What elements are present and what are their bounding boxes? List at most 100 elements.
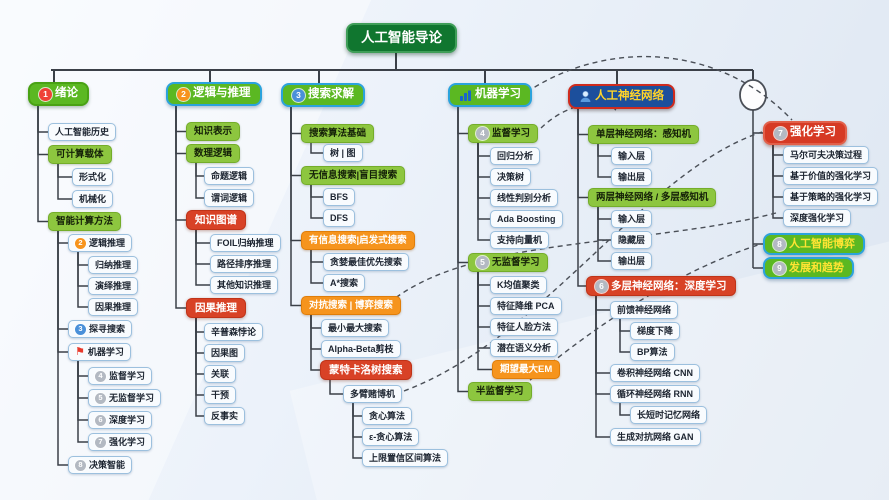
node-predicate-logic[interactable]: 谓词逻辑 [204,189,255,207]
node-eigenface[interactable]: 特征人脸方法 [490,318,559,336]
node-counterfactual[interactable]: 反事实 [204,407,246,425]
node-decision-tree[interactable]: 决策树 [490,168,532,186]
node-informed-search[interactable]: 有信息搜索|启发式搜索 [301,231,415,250]
node-other-knowledge-reasoning[interactable]: 其他知识推理 [210,276,279,294]
node-semi-supervised[interactable]: 半监督学习 [468,382,532,401]
node-propositional-logic[interactable]: 命题逻辑 [204,167,255,185]
node-knowledge-representation[interactable]: 知识表示 [186,122,241,141]
node-two-layer[interactable]: 两层神经网络 / 多层感知机 [588,188,717,207]
collapsed-branch-oval[interactable] [739,79,767,111]
node-mdp[interactable]: 马尔可夫决策过程 [783,146,870,164]
node-tl-input[interactable]: 输入层 [611,210,653,228]
node-rnn[interactable]: 循环神经网络 RNN [610,385,700,403]
node-tl-output[interactable]: 输出层 [611,252,653,270]
node-ada-boosting[interactable]: Ada Boosting [490,210,563,228]
node-bp[interactable]: BP算法 [630,343,675,361]
number-badge-icon: 1 [39,87,52,101]
node-em[interactable]: 期望最大EM [492,360,561,379]
node-uninformed-search[interactable]: 无信息搜索|盲目搜索 [301,166,406,185]
node-intervention[interactable]: 干预 [204,386,237,404]
node-tl-hidden[interactable]: 隐藏层 [611,231,653,249]
node-causal-reasoning[interactable]: 因果推理 [186,298,246,318]
node-gradient-descent[interactable]: 梯度下降 [630,322,681,340]
node-lstm[interactable]: 长短时记忆网络 [630,406,708,424]
node-policy-based-rl[interactable]: 基于策略的强化学习 [783,188,879,206]
node-sl-input[interactable]: 输入层 [611,147,653,165]
node-label: 潜在语义分析 [497,342,552,353]
node-deductive-reasoning[interactable]: 演绎推理 [88,277,139,295]
node-foil-reasoning[interactable]: FOIL归纳推理 [210,234,281,252]
node-mcts[interactable]: 蒙特卡洛树搜索 [320,360,412,380]
node-bfs[interactable]: BFS [323,188,355,206]
node-alpha-beta[interactable]: Alpha-Beta剪枝 [321,340,401,358]
node-root[interactable]: 人工智能导论 [346,23,457,53]
node-gan[interactable]: 生成对抗网络 GAN [610,428,701,446]
node-association[interactable]: 关联 [204,365,237,383]
node-ann[interactable]: 人工神经网络 [568,84,675,109]
node-label: 人工智能博弈 [789,237,855,250]
node-ucb[interactable]: 上限置信区间算法 [362,449,449,467]
node-pca[interactable]: 特征降维 PCA [490,297,562,315]
node-adversarial-search[interactable]: 对抗搜索 | 博弈搜索 [301,296,401,315]
node-lda[interactable]: 线性判别分析 [490,189,559,207]
node-label: 基于价值的强化学习 [790,170,872,181]
node-simpson-paradox[interactable]: 辛普森悖论 [204,323,264,341]
node-ai-history[interactable]: 人工智能历史 [48,123,117,141]
node-svm[interactable]: 支持向量机 [490,231,550,249]
node-multi-armed-bandit[interactable]: 多臂赌博机 [343,385,403,403]
node-label: 贪心算法 [369,410,406,421]
node-value-based-rl[interactable]: 基于价值的强化学习 [783,167,879,185]
node-dfs[interactable]: DFS [323,209,355,227]
node-sl-output[interactable]: 输出层 [611,168,653,186]
node-causal-reasoning-item[interactable]: 因果推理 [88,298,139,316]
node-mathematical-logic[interactable]: 数理逻辑 [186,144,241,163]
node-cnn[interactable]: 卷积神经网络 CNN [610,364,700,382]
node-machine-learning[interactable]: 机器学习 [448,83,532,107]
node-epsilon-greedy[interactable]: ε-贪心算法 [362,428,420,446]
node-tree-graph[interactable]: 树 | 图 [323,144,363,162]
tree-connector [175,106,186,155]
node-lsa[interactable]: 潜在语义分析 [490,339,559,357]
node-label: DFS [330,212,348,223]
node-label: 对抗搜索 | 博弈搜索 [309,299,393,311]
node-a-star[interactable]: A*搜索 [323,274,366,292]
node-computable-carrier[interactable]: 可计算载体 [48,145,112,164]
tree-connector [290,107,301,242]
node-path-ranking[interactable]: 路径排序推理 [210,255,279,273]
tree-connector [77,361,88,377]
node-formalization[interactable]: 形式化 [72,168,114,186]
node-greedy-best-first[interactable]: 贪婪最佳优先搜索 [323,253,410,271]
node-search-basics[interactable]: 搜索算法基础 [301,124,375,143]
node-intelligent-computing-methods[interactable]: 智能计算方法 [48,212,122,231]
node-minimax[interactable]: 最小最大搜索 [321,319,390,337]
node-label: 梯度下降 [637,325,674,336]
node-deep-rl[interactable]: 深度强化学习 [783,209,852,227]
node-feedforward[interactable]: 前馈神经网络 [610,301,679,319]
node-inductive-reasoning[interactable]: 归纳推理 [88,256,139,274]
node-causal-graph[interactable]: 因果图 [204,344,246,362]
node-greedy-algorithm[interactable]: 贪心算法 [362,407,413,425]
tree-connector [57,231,68,330]
node-regression[interactable]: 回归分析 [490,147,541,165]
node-single-layer[interactable]: 单层神经网络：感知机 [588,125,700,144]
node-machine-learning-item[interactable]: ⚑机器学习 [68,343,131,361]
node-knowledge-graph[interactable]: 知识图谱 [186,210,246,230]
node-mechanization[interactable]: 机械化 [72,190,114,208]
node-kmeans[interactable]: K均值聚类 [490,276,547,294]
